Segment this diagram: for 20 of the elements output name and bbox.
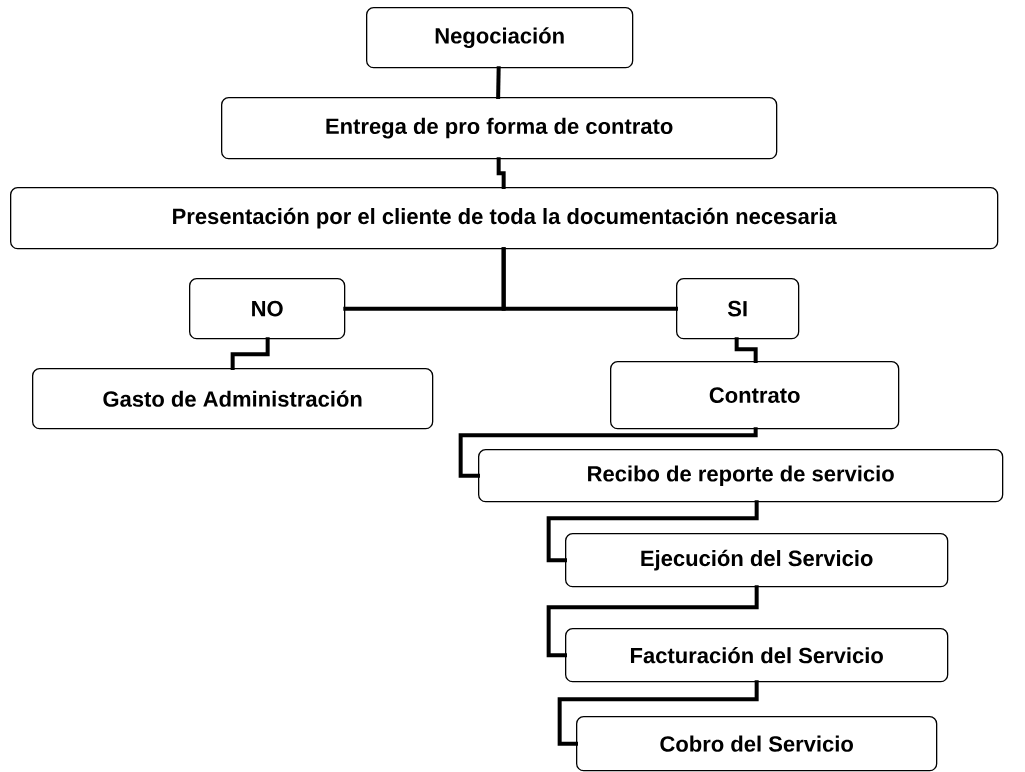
- connector: [734, 337, 758, 363]
- process-box: Facturación del Servicio: [565, 628, 949, 683]
- connector: [230, 337, 270, 370]
- process-box: SI: [676, 278, 800, 340]
- process-box: Ejecución del Servicio: [565, 533, 949, 588]
- process-box: Cobro del Servicio: [576, 716, 938, 772]
- process-box: Contrato: [610, 361, 900, 430]
- connector: [546, 585, 759, 658]
- process-box: Entrega de pro forma de contrato: [221, 97, 778, 160]
- connector: [496, 157, 506, 189]
- connector: [501, 247, 678, 311]
- process-box: Gasto de Administración: [32, 368, 434, 430]
- process-box: Negociación: [366, 7, 634, 69]
- connector: [557, 680, 759, 746]
- process-box: Recibo de reporte de servicio: [478, 449, 1004, 503]
- connector: [458, 427, 758, 478]
- connector: [496, 66, 501, 99]
- process-box: NO: [189, 278, 346, 340]
- process-box: Presentación por el cliente de toda la documentación necesaria: [10, 187, 999, 250]
- connector: [546, 500, 759, 563]
